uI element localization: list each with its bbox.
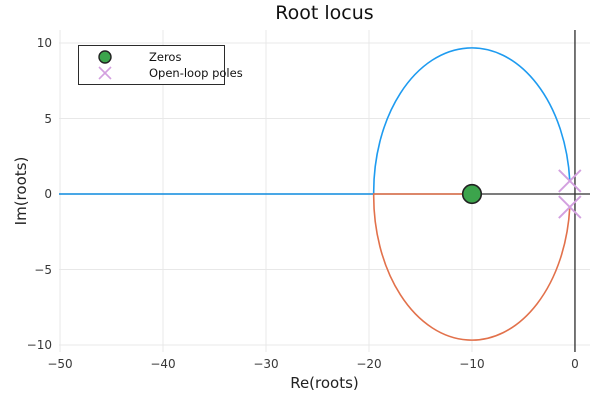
y-tick-label: 5: [44, 111, 52, 126]
x-tick-label: −50: [47, 357, 73, 371]
pole-marker: [558, 169, 582, 193]
x-axis-label: Re(roots): [290, 374, 359, 392]
y-tick-label: 10: [36, 35, 52, 50]
pole-marker: [558, 195, 582, 219]
locus-branch-2: [372, 193, 571, 341]
x-marker-icon: [97, 65, 113, 81]
legend-label-open-loop-poles: Open-loop poles: [149, 66, 243, 80]
y-axis-label: Im(roots): [12, 156, 30, 226]
legend-label-zeros: Zeros: [149, 50, 182, 64]
x-tick-label: −40: [150, 357, 176, 371]
y-tick-label: 0: [44, 187, 52, 202]
chart-title: Root locus: [275, 2, 374, 24]
x-tick-label: −20: [356, 357, 382, 371]
circle-marker-icon: [97, 49, 113, 65]
legend-item-open-loop-poles: Open-loop poles: [79, 65, 243, 81]
x-tick-label: −10: [459, 357, 485, 371]
y-tick-label: −10: [26, 338, 52, 353]
legend: Zeros Open-loop poles: [78, 45, 243, 85]
zero-marker: [461, 183, 483, 205]
x-tick-label: −30: [253, 357, 279, 371]
y-tick-label: −5: [34, 262, 52, 277]
legend-item-zeros: Zeros: [79, 49, 224, 65]
x-tick-label: 0: [571, 357, 579, 371]
locus-branch-1: [59, 47, 571, 195]
